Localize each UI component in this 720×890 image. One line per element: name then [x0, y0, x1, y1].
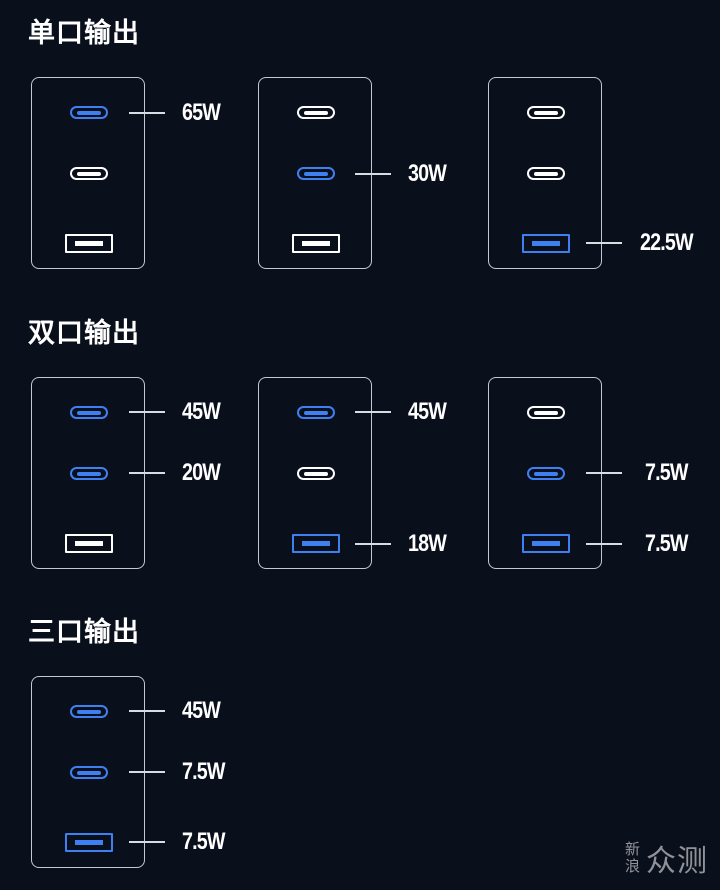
usb-a-port-icon [65, 234, 113, 253]
power-label: 30W [408, 160, 447, 187]
leader-line [586, 242, 622, 244]
usb-c-port-icon [297, 406, 335, 419]
leader-line [355, 173, 391, 175]
charger-dual-3 [488, 377, 602, 569]
usb-a-port-icon [65, 833, 113, 852]
usb-c-port-icon [297, 167, 335, 180]
usb-c-port-icon [70, 766, 108, 779]
usb-a-port-icon [522, 234, 570, 253]
power-label: 65W [182, 99, 221, 126]
section-title-triple: 三口输出 [28, 617, 140, 648]
leader-line [129, 411, 165, 413]
leader-line [586, 472, 622, 474]
power-label: 18W [408, 530, 447, 557]
watermark-text: 众测 [646, 844, 708, 879]
leader-line [129, 710, 165, 712]
power-label: 7.5W [645, 530, 688, 557]
power-label: 7.5W [645, 459, 688, 486]
leader-line [129, 112, 165, 114]
leader-line [355, 411, 391, 413]
leader-line [586, 543, 622, 545]
power-label: 7.5W [182, 758, 225, 785]
usb-c-port-icon [70, 106, 108, 119]
section-title-dual: 双口输出 [28, 318, 140, 349]
power-label: 20W [182, 459, 221, 486]
usb-a-port-icon [522, 534, 570, 553]
watermark-logo: 新 浪 众测 [625, 836, 708, 880]
charger-triple-1 [31, 676, 145, 868]
usb-c-port-icon [297, 467, 335, 480]
leader-line [129, 771, 165, 773]
usb-a-port-icon [292, 234, 340, 253]
usb-c-port-icon [527, 467, 565, 480]
leader-line [355, 543, 391, 545]
usb-c-port-icon [70, 167, 108, 180]
charger-dual-2 [258, 377, 372, 569]
charger-single-3 [488, 77, 602, 269]
charger-dual-1 [31, 377, 145, 569]
usb-c-port-icon [527, 106, 565, 119]
usb-c-port-icon [70, 406, 108, 419]
watermark-char: 浪 [624, 857, 640, 875]
usb-c-port-icon [527, 167, 565, 180]
usb-c-port-icon [70, 467, 108, 480]
usb-c-port-icon [527, 406, 565, 419]
watermark-char: 新 [624, 840, 640, 858]
usb-a-port-icon [65, 534, 113, 553]
usb-c-port-icon [297, 106, 335, 119]
power-label: 45W [182, 398, 221, 425]
power-label: 7.5W [182, 828, 225, 855]
usb-a-port-icon [292, 534, 340, 553]
power-label: 45W [408, 398, 447, 425]
section-title-single: 单口输出 [28, 18, 140, 49]
charger-single-1 [31, 77, 145, 269]
usb-c-port-icon [70, 705, 108, 718]
leader-line [129, 841, 165, 843]
power-label: 22.5W [640, 229, 694, 256]
leader-line [129, 472, 165, 474]
power-label: 45W [182, 697, 221, 724]
